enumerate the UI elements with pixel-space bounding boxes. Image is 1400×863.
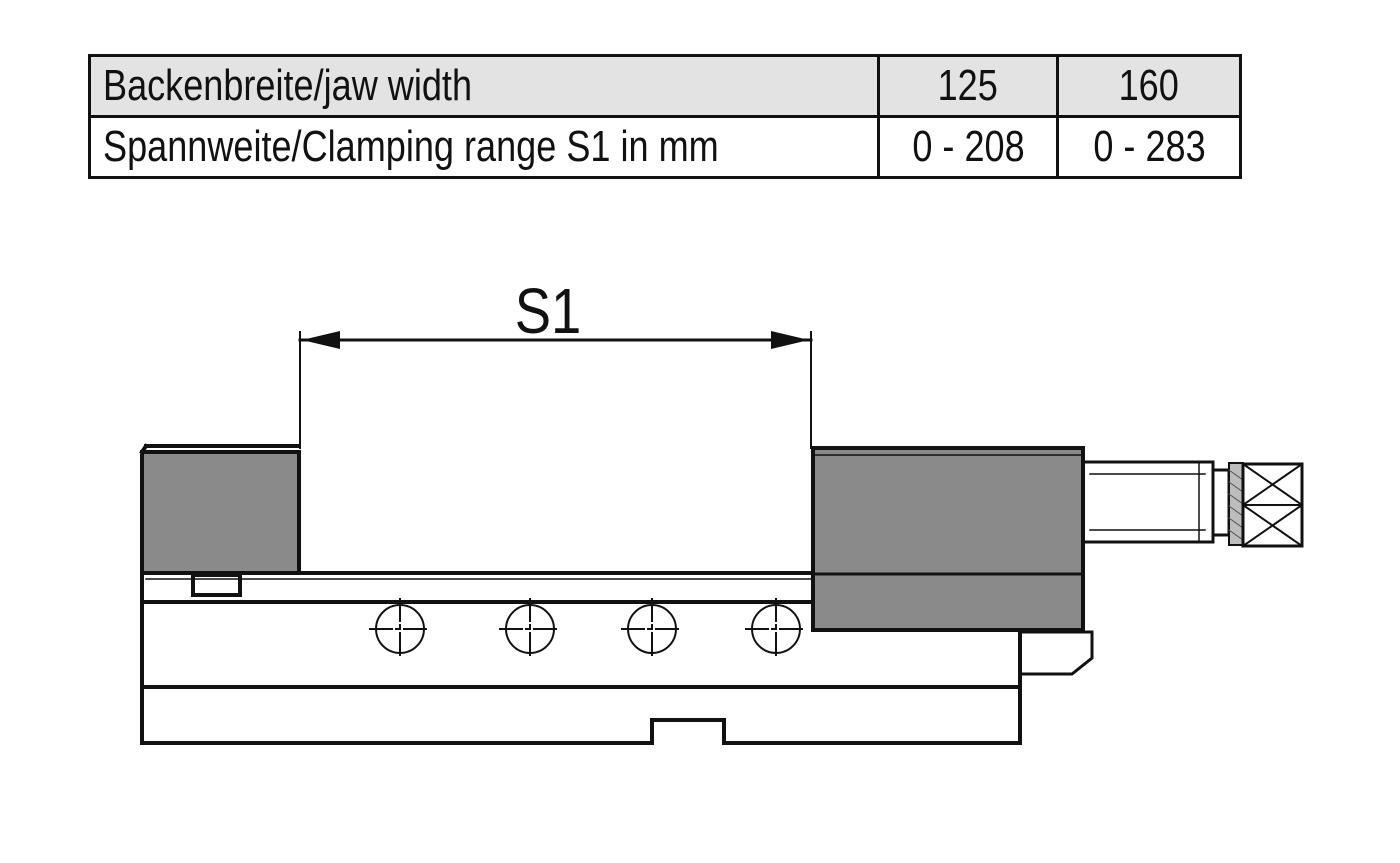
moving-jaw xyxy=(811,446,1085,632)
jaw-width-160: 160 xyxy=(1056,54,1242,118)
clamping-range-125: 0 - 208 xyxy=(877,115,1059,179)
vise-body xyxy=(140,571,1022,745)
s1-arrow-left xyxy=(302,331,340,349)
clamping-range-label: Spannweite/Clamping range S1 in mm xyxy=(88,115,880,179)
key-slot xyxy=(191,573,242,597)
clamping-range-160: 0 - 283 xyxy=(1056,115,1242,179)
jaw-width-125: 125 xyxy=(877,54,1059,118)
table-row-clamping-range: Spannweite/Clamping range S1 in mm 0 - 2… xyxy=(88,115,1242,179)
s1-label: S1 xyxy=(515,275,582,347)
jaw-width-label: Backenbreite/jaw width xyxy=(88,54,880,118)
table-row-jaw-width: Backenbreite/jaw width 125 160 xyxy=(88,54,1242,118)
s1-arrow-right xyxy=(771,331,809,349)
spec-table: Backenbreite/jaw width 125 160 Spannweit… xyxy=(88,54,1242,179)
mounting-holes xyxy=(369,598,807,660)
fixed-jaw xyxy=(140,450,301,575)
